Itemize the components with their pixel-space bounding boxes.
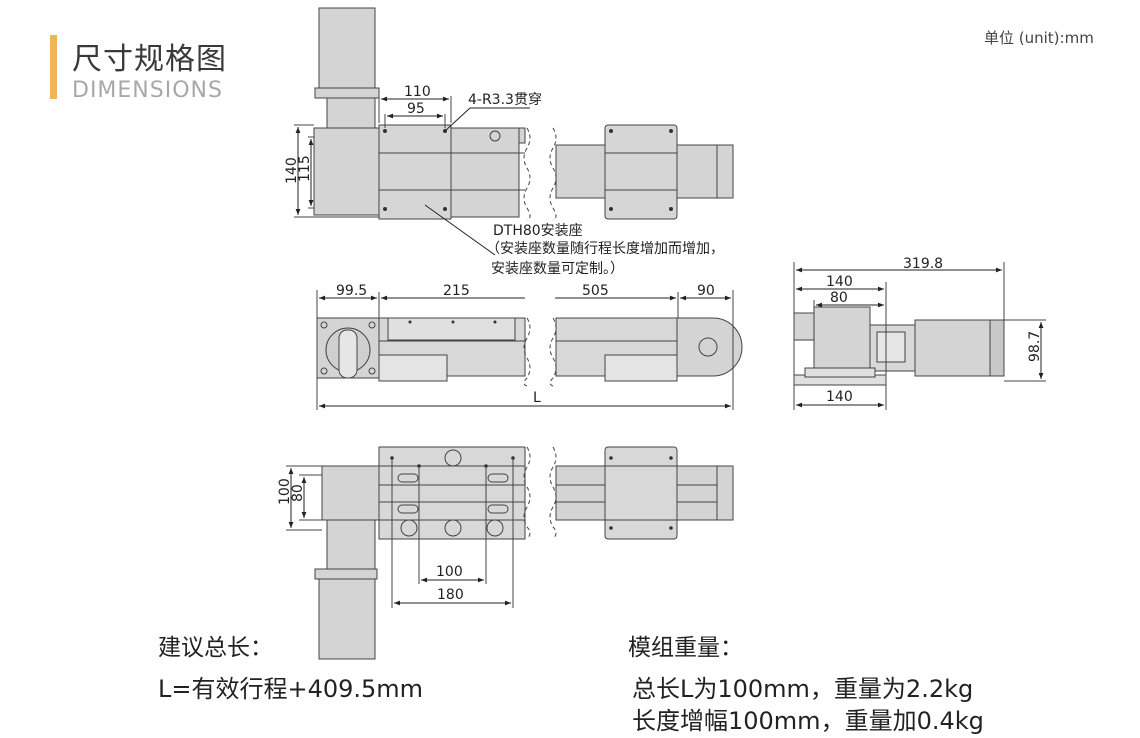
weight-line2: 长度增幅100mm，重量加0.4kg — [632, 707, 984, 735]
dim-95: 95 — [407, 101, 425, 117]
dim-L: L — [533, 390, 541, 406]
unit-label: 单位 (unit):mm — [984, 29, 1094, 47]
dim-505: 505 — [582, 283, 609, 299]
dim-319-8: 319.8 — [903, 256, 943, 272]
bottom-view: 100 80 100 180 — [277, 446, 734, 660]
weight-line1: 总长L为100mm，重量为2.2kg — [632, 675, 974, 703]
mount-note-line2: 安装座数量可定制。） — [491, 261, 624, 277]
length-formula: L=有效行程+409.5mm — [158, 675, 424, 703]
title-accent-bar — [50, 35, 57, 99]
dim-99-5: 99.5 — [336, 283, 367, 299]
dim-140-top: 140 — [826, 274, 853, 290]
side-view: 319.8 140 80 140 98.7 — [793, 256, 1046, 410]
front-view: 99.5 215 505 90 L — [316, 283, 743, 410]
page-subtitle: DIMENSIONS — [72, 78, 223, 103]
dim-180: 180 — [437, 587, 464, 603]
dim-140-bottom: 140 — [826, 389, 853, 405]
dim-100-width: 100 — [436, 564, 463, 580]
top-view: 110 95 4-R3.3贯穿 140 115 DTH80安装座 （安装座数量随… — [284, 7, 734, 277]
dim-110: 110 — [404, 84, 431, 100]
page-title: 尺寸规格图 — [72, 42, 227, 77]
mount-note-line1: （安装座数量随行程长度增加而增加， — [486, 241, 724, 257]
dim-80-height: 80 — [290, 484, 306, 502]
dim-98-7: 98.7 — [1027, 331, 1043, 362]
dim-215: 215 — [443, 283, 470, 299]
length-heading: 建议总长： — [158, 635, 273, 661]
dim-90: 90 — [697, 283, 715, 299]
dim-80-side: 80 — [830, 290, 848, 306]
weight-heading: 模组重量： — [628, 635, 743, 661]
dim-100-height: 100 — [277, 478, 293, 505]
dim-140-height: 140 — [284, 157, 300, 184]
hole-note: 4-R3.3贯穿 — [468, 92, 542, 108]
mount-label: DTH80安装座 — [493, 223, 583, 239]
dim-115-height: 115 — [297, 155, 313, 182]
